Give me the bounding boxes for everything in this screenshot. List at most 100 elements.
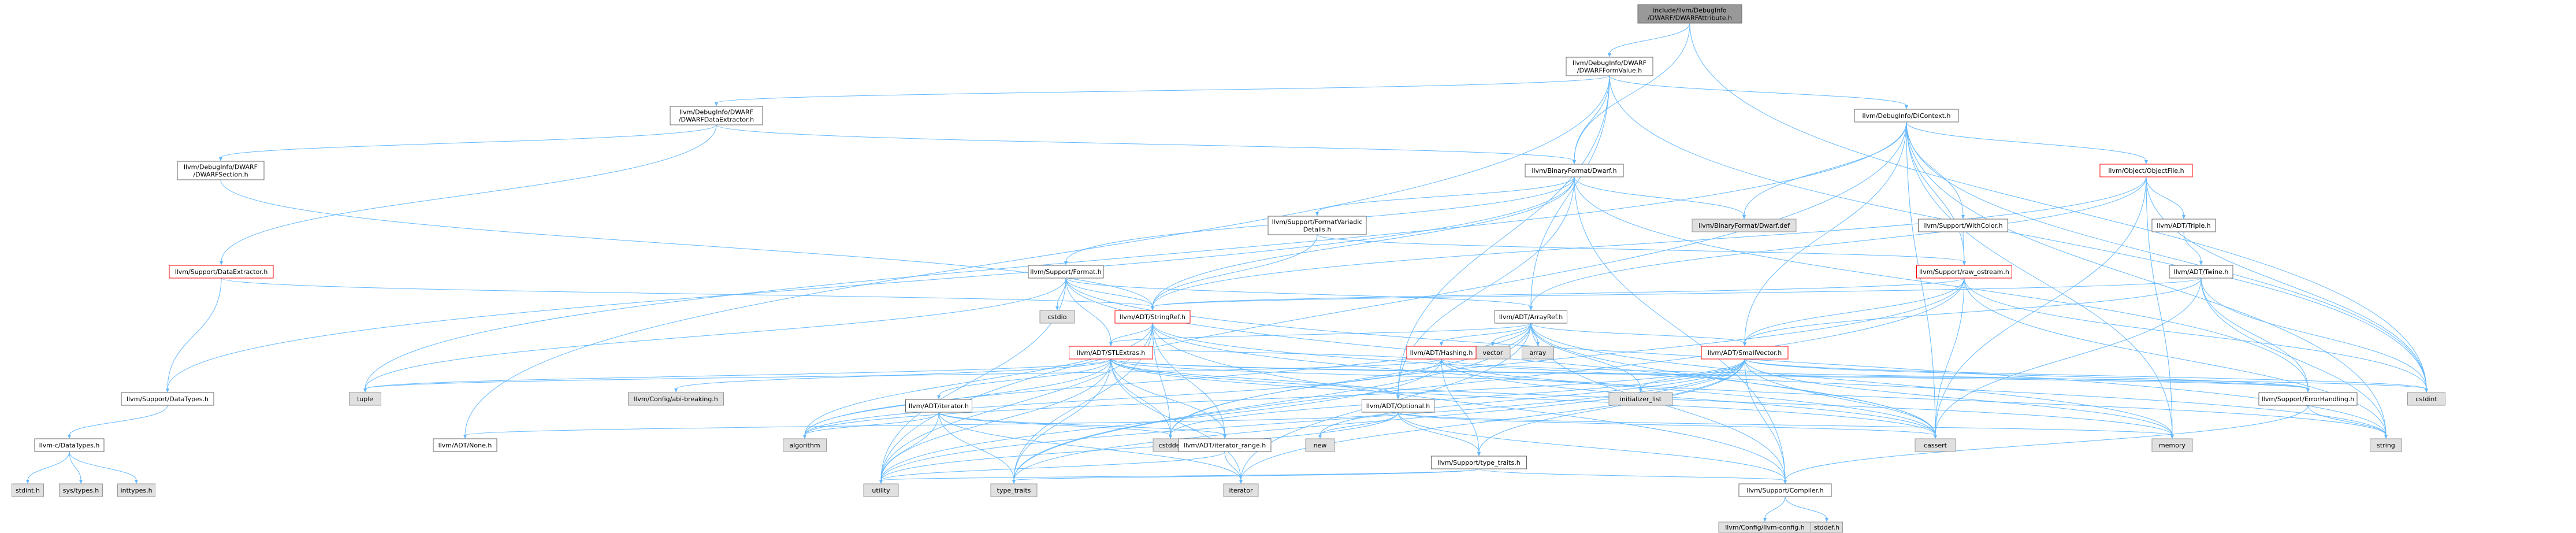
node-label: cstdio	[1048, 313, 1067, 321]
node-label: llvm/ADT/StringRef.h	[1120, 313, 1185, 321]
node-box	[1738, 483, 1832, 497]
node-stdinth: stdint.h	[12, 483, 44, 497]
edge-triple-to-twine	[2183, 231, 2202, 262]
node-label: Details.h	[1303, 226, 1332, 234]
edge-stlextras-to-algorithm	[804, 358, 1112, 436]
node-none[interactable]: llvm/ADT/None.h	[433, 438, 497, 452]
node-box	[2258, 392, 2358, 406]
node-cassert: cassert	[1915, 438, 1956, 452]
edge-objectfile-to-cstdint	[2146, 176, 2427, 390]
edge-hashing-to-typetraitsh	[1441, 358, 1480, 453]
node-datatypes[interactable]: llvm/Support/DataTypes.h	[121, 392, 214, 406]
edge-cdatatypes-to-inttypes	[69, 451, 137, 481]
node-root[interactable]: include/llvm/DebugInfo/DWARF/DWARFAttrib…	[1637, 4, 1742, 24]
edge-arrowhead	[1742, 215, 1746, 219]
node-label: llvm/Support/FormatVariadic	[1272, 219, 1363, 226]
node-cstdio: cstdio	[1039, 310, 1075, 324]
node-arrayref[interactable]: llvm/ADT/ArrayRef.h	[1495, 310, 1567, 324]
edge-smallvector-to-iteratorstd	[1240, 358, 1745, 481]
edge-fmtvariadic-to-stringref	[1152, 234, 1318, 308]
edge-format-to-tuple	[365, 277, 1066, 390]
edge-arrowhead	[1169, 435, 1172, 439]
node-compiler[interactable]: llvm/Support/Compiler.h	[1738, 483, 1832, 497]
edge-arrowhead	[1239, 480, 1243, 484]
edge-arrowhead	[2425, 388, 2428, 393]
node-objectfile[interactable]: llvm/Object/ObjectFile.h	[2099, 164, 2193, 177]
node-label: llvm/ADT/Twine.h	[2174, 268, 2229, 276]
edge-stringref-to-algorithm	[804, 323, 1153, 436]
node-box	[1637, 4, 1742, 24]
edge-datatypes-to-cdatatypes	[69, 405, 168, 436]
node-cdatatypes[interactable]: llvm-c/DataTypes.h	[34, 438, 105, 452]
edge-arrowhead	[220, 261, 223, 265]
edge-arrowhead	[1440, 359, 1443, 363]
edge-stlextras-to-cassert	[1110, 358, 1936, 436]
edge-twine-to-smallvector	[1744, 277, 2202, 343]
node-optional[interactable]: llvm/ADT/Optional.h	[1362, 399, 1434, 413]
edge-arrowhead	[1529, 306, 1533, 310]
node-smallvector[interactable]: llvm/ADT/SmallVector.h	[1701, 346, 1789, 360]
edge-arrowhead	[2170, 435, 2174, 439]
node-twine[interactable]: llvm/ADT/Twine.h	[2169, 265, 2233, 279]
edge-stlextras-to-cstddef	[1110, 358, 1171, 436]
edge-formvalue-to-dataext	[716, 75, 1610, 103]
edge-arrowhead	[1783, 480, 1787, 484]
node-section[interactable]: llvm/DebugInfo/DWARF/DWARFSection.h	[177, 161, 265, 180]
node-box	[1915, 438, 1956, 452]
edge-optional-to-typetraitsh	[1397, 412, 1480, 453]
edge-twine-to-errorhandling	[2200, 277, 2309, 390]
node-label: llvm/Support/Format.h	[1030, 268, 1101, 276]
edge-arrowhead	[26, 480, 29, 484]
edge-arrowhead	[1573, 160, 1576, 164]
edge-stlextras-to-tuple	[365, 358, 1112, 390]
node-errorhandling[interactable]: llvm/Support/ErrorHandling.h	[2258, 392, 2358, 406]
edge-dwarf-to-fmtvariadic	[1317, 176, 1575, 213]
node-iteratorstd: iterator	[1223, 483, 1259, 497]
node-rawostream[interactable]: llvm/Support/raw_ostream.h	[1916, 265, 2012, 279]
edge-dicontext-to-smallvector	[1744, 121, 1907, 343]
node-typetraitsh[interactable]: llvm/Support/type_traits.h	[1431, 456, 1527, 469]
node-suppdataext[interactable]: llvm/Support/DataExtractor.h	[169, 265, 274, 279]
node-dataext[interactable]: llvm/DebugInfo/DWARF/DWARFDataExtractor.…	[670, 106, 763, 125]
node-hashing[interactable]: llvm/ADT/Hashing.h	[1406, 346, 1477, 360]
edge-smallvector-to-typetraitsh	[1478, 358, 1745, 453]
node-iterrange[interactable]: llvm/ADT/iterator_range.h	[1178, 438, 1272, 452]
node-format[interactable]: llvm/Support/Format.h	[1028, 265, 1104, 279]
edge-cdatatypes-to-stdinth	[27, 451, 70, 481]
edge-arrowhead	[68, 435, 71, 439]
header-nodes: include/llvm/DebugInfo/DWARF/DWARFAttrib…	[12, 4, 2445, 533]
edge-iterator-to-typetraits	[938, 412, 1014, 481]
edge-stlextras-to-iterrange	[1110, 358, 1225, 436]
node-withcolor[interactable]: llvm/Support/WithColor.h	[1918, 219, 2008, 232]
node-stringref[interactable]: llvm/ADT/StringRef.h	[1114, 310, 1191, 324]
node-box	[1039, 310, 1075, 324]
node-stlextras[interactable]: llvm/ADT/STLExtras.h	[1069, 346, 1153, 360]
edge-arrowhead	[937, 395, 941, 399]
node-box	[121, 392, 214, 406]
edge-arrayref-to-smallvector	[1530, 323, 1745, 343]
node-dwarf[interactable]: llvm/BinaryFormat/Dwarf.h	[1525, 164, 1624, 177]
node-box	[1916, 265, 2012, 279]
node-triple[interactable]: llvm/ADT/Triple.h	[2151, 219, 2216, 232]
node-box	[12, 483, 44, 497]
node-box	[1406, 346, 1477, 360]
edge-dicontext-to-memory	[1906, 121, 2173, 436]
edge-arrowhead	[1608, 53, 1611, 57]
node-cstdint: cstdint	[2407, 392, 2445, 406]
edge-arrowhead	[363, 388, 367, 393]
node-box	[1854, 109, 1959, 123]
edge-format-to-arrayref	[1065, 277, 1532, 308]
edge-smallvector-to-cstdint	[1744, 358, 2427, 390]
edge-arrowhead	[1012, 480, 1016, 484]
node-label: llvm/DebugInfo/DIContext.h	[1862, 112, 1950, 120]
edge-arrowhead	[1064, 261, 1068, 265]
node-formvalue[interactable]: llvm/DebugInfo/DWARF/DWARFFormValue.h	[1566, 57, 1653, 76]
node-box	[169, 265, 274, 279]
edge-twine-to-cstdint	[2200, 277, 2427, 390]
node-dicontext[interactable]: llvm/DebugInfo/DIContext.h	[1854, 109, 1959, 123]
edge-typetraitsh-to-compiler	[1478, 468, 1786, 481]
edge-arrowhead	[1743, 342, 1746, 346]
node-iterator[interactable]: llvm/ADT/iterator.h	[905, 399, 972, 413]
node-label: llvm/Config/abi-breaking.h	[634, 395, 718, 403]
